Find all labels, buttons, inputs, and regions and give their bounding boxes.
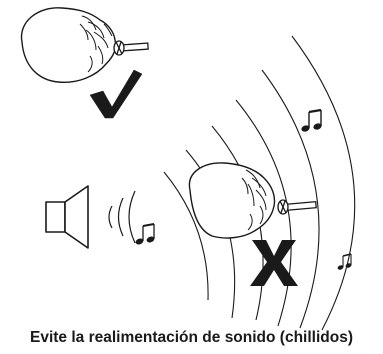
diagram-caption: Evite la realimentación de sonido (chill… [30,329,353,346]
bottom-speaker-head [188,162,317,239]
speaker-icon [45,185,89,249]
music-note-icon [337,253,352,270]
microphone-icon [113,40,149,56]
speaker-sound-waves [108,190,136,244]
sound-wave-arc [261,69,320,329]
head-icon [20,7,117,83]
correct-check-mark [89,69,143,119]
head-icon [188,162,276,239]
sound-wave-arc [163,171,209,301]
microphone-icon [277,199,317,215]
top-speaker-head [20,7,149,83]
wrong-x-mark [250,240,298,286]
sound-wave-arc [291,35,356,331]
music-note-icon [301,108,322,132]
music-note-icon [135,223,155,245]
